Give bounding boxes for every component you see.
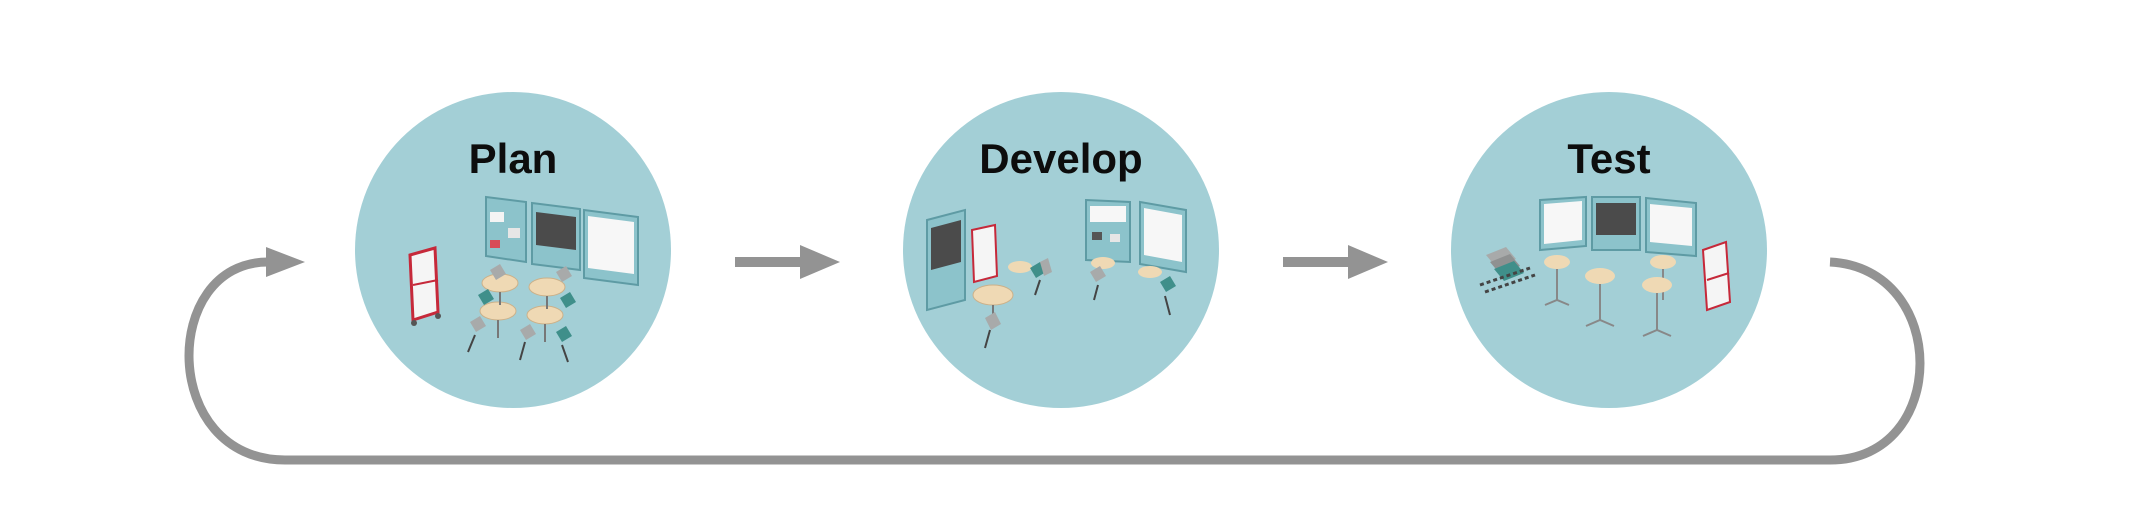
display-screen-icon	[926, 208, 966, 312]
stage-develop: Develop	[903, 92, 1219, 408]
table-cluster-icon	[467, 264, 576, 363]
easel-icon	[1701, 240, 1732, 312]
loop-arrowhead	[266, 247, 305, 277]
stage-title: Test	[1567, 135, 1650, 182]
stage-circle	[903, 92, 1219, 408]
classroom-furniture-illustration	[926, 198, 1187, 349]
stage-title: Develop	[979, 135, 1142, 182]
stage-title: Plan	[469, 135, 558, 182]
whiteboard-icon	[1645, 196, 1697, 258]
classroom-furniture-illustration	[1479, 195, 1732, 337]
whiteboard-icon	[1539, 195, 1587, 252]
arrow-right-icon	[735, 245, 840, 279]
loop-arrow-icon	[184, 247, 1925, 465]
stacked-chairs-icon	[1479, 247, 1536, 294]
storage-shelf-icon	[1085, 198, 1131, 264]
storage-shelf-icon	[485, 195, 527, 264]
stage-plan: Plan	[355, 92, 671, 408]
standing-table-icon	[1544, 255, 1676, 337]
stage-test: Test	[1451, 92, 1767, 408]
easel-icon	[970, 223, 999, 284]
whiteboard-icon	[583, 208, 639, 287]
classroom-furniture-illustration	[408, 195, 639, 363]
whiteboard-icon	[1139, 200, 1187, 274]
arrow-right-icon	[1283, 245, 1388, 279]
table-cluster-icon	[972, 257, 1176, 349]
easel-icon	[408, 246, 441, 326]
display-screen-icon	[1591, 196, 1641, 251]
display-screen-icon	[531, 201, 581, 272]
loop-connector-line	[184, 257, 1925, 465]
